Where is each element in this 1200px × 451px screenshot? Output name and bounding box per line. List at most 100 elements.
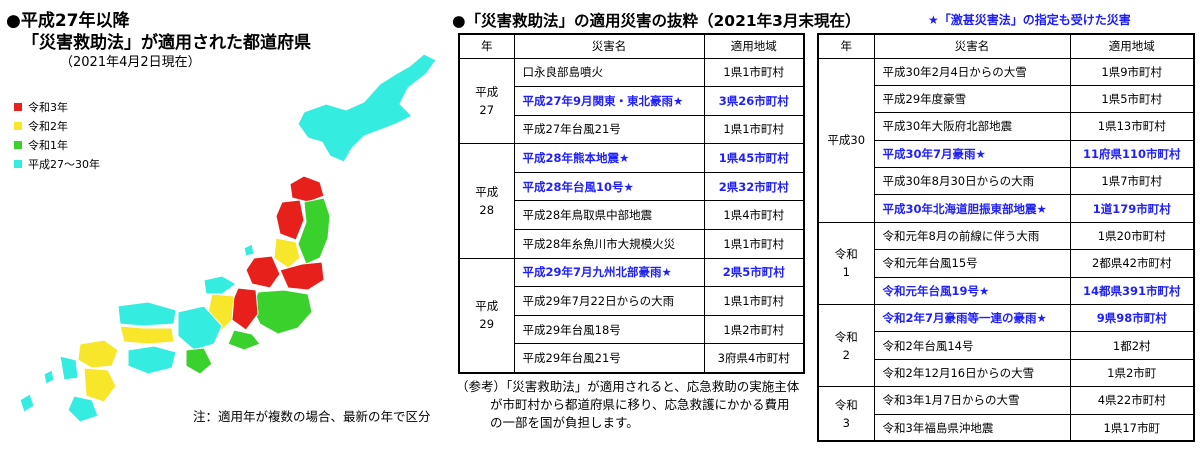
area-cell: 1県4市町村 (703, 200, 805, 231)
area-cell: 3県26市町村 (703, 86, 805, 116)
area-cell: 2県32市町村 (703, 171, 805, 202)
area-cell: 2県5市町村 (703, 257, 805, 288)
legend-item-heisei: 平成27～30年 (14, 154, 100, 173)
map-region-fukushima (279, 261, 325, 291)
area-cell: 1県5市町村 (1069, 84, 1195, 114)
map-date: （2021年4月2日現在） (60, 55, 201, 70)
area-cell: 4県22市町村 (1069, 386, 1195, 415)
reference-line-2: が市町村から都道府県に移り、応急救護にかかる費用 (490, 397, 790, 412)
area-cell: 11府県110市町村 (1069, 139, 1195, 169)
disaster-name-cell: 平成30年北海道胆振東部地震★ (873, 194, 1071, 223)
table-row: 令和元年台風19号★14都県391市町村 (818, 276, 1195, 306)
disaster-name-cell: 平成30年大阪府北部地震 (873, 112, 1071, 141)
legend-label-reiwa1: 令和1年 (28, 138, 68, 152)
area-cell: 2都県42市町村 (1069, 249, 1195, 278)
map-region-kyushu-north (77, 339, 119, 369)
map-region-okinawa (19, 393, 35, 413)
legend-item-reiwa3: 令和3年 (14, 97, 100, 116)
table-row: 平成28年台風10号★2県32市町村 (459, 171, 805, 202)
disaster-name-cell: 令和3年1月7日からの大雪 (873, 386, 1071, 415)
table-row: 平成30年北海道胆振東部地震★1道179市町村 (818, 194, 1195, 223)
disaster-name-cell: 平成29年7月九州北部豪雨★ (513, 257, 705, 288)
disaster-name-cell: 令和元年8月の前線に伴う大雨 (873, 221, 1071, 251)
area-cell: 1道179市町村 (1069, 194, 1195, 223)
disaster-name-cell: 平成28年鳥取県中部地震 (513, 200, 705, 231)
table-header-row: 年災害名適用地域 (817, 33, 1195, 59)
map-region-chugoku-south (119, 325, 175, 345)
map-legend: 令和3年 令和2年 令和1年 平成27～30年 (14, 97, 100, 173)
table-title: ●「災害救助法」の適用災害の抜粋（2021年3月末現在） (452, 12, 861, 30)
area-cell: 1県2市町村 (703, 314, 805, 345)
area-cell: 1県45市町村 (703, 143, 805, 173)
header-era: 年 (458, 33, 515, 59)
map-region-kii (185, 347, 213, 375)
area-cell: 14都県391市町村 (1069, 276, 1195, 306)
disaster-name-cell: 平成29年7月22日からの大雨 (513, 286, 705, 316)
disaster-name-cell: 平成28年台風10号★ (513, 171, 705, 202)
header-name: 災害名 (873, 33, 1071, 59)
map-note: 注：適用年が複数の場合、最新の年で区分 (193, 409, 431, 424)
reference-line-3: の一部を国が負担します。 (490, 415, 639, 430)
disaster-name-cell: 平成28年熊本地震★ (513, 143, 705, 173)
map-region-akita (275, 199, 305, 241)
area-cell: 1県1市町村 (703, 286, 805, 316)
legend-label-heisei: 平成27～30年 (28, 157, 100, 171)
area-cell: 1県1市町村 (703, 229, 805, 259)
map-region-shikoku (127, 345, 177, 375)
japan-map (19, 53, 437, 423)
area-cell: 1県1市町村 (703, 57, 805, 88)
legend-item-reiwa1: 令和1年 (14, 135, 100, 154)
map-region-aomori (289, 175, 325, 203)
disaster-name-cell: 平成29年台風21号 (513, 343, 705, 374)
disaster-name-cell: 平成27年台風21号 (513, 114, 705, 145)
map-region-kinki (177, 305, 223, 351)
reference-line-1: （参考）「災害救助法」が適用されると、応急救助の実施主体 (456, 379, 800, 394)
header-area: 適用地域 (703, 33, 805, 59)
disaster-name-cell: 令和2年台風14号 (873, 331, 1071, 360)
map-region-amami (43, 369, 55, 385)
map-region-yamagata (273, 237, 301, 269)
legend-swatch-reiwa3 (14, 102, 22, 111)
disaster-name-cell: 令和元年台風15号 (873, 249, 1071, 278)
disaster-name-cell: 令和2年12月16日からの大雪 (873, 358, 1071, 388)
era-cell: 平成30 (817, 57, 875, 223)
header-name: 災害名 (513, 33, 705, 59)
map-region-nagasaki (59, 355, 79, 381)
area-cell: 1県13市町村 (1069, 112, 1195, 141)
area-cell: 9県98市町村 (1069, 304, 1195, 333)
map-region-sado (243, 243, 255, 257)
table-header-row: 年災害名適用地域 (458, 33, 805, 59)
legend-swatch-reiwa2 (14, 121, 22, 130)
map-region-niigata (245, 255, 281, 289)
disaster-name-cell: 平成28年糸魚川市大規模火災 (513, 229, 705, 259)
map-region-nagano (231, 287, 259, 331)
area-cell: 1県2市町 (1069, 358, 1195, 388)
table-row: 平成30年7月豪雨★11府県110市町村 (818, 139, 1195, 169)
reference-note: （参考）「災害救助法」が適用されると、応急救助の実施主体 が市町村から都道府県に… (456, 378, 801, 432)
map-region-hokuriku (203, 275, 237, 295)
area-cell: 1県7市町村 (1069, 167, 1195, 196)
area-cell: 1県9市町村 (1069, 57, 1195, 86)
map-region-kanto (251, 289, 313, 335)
